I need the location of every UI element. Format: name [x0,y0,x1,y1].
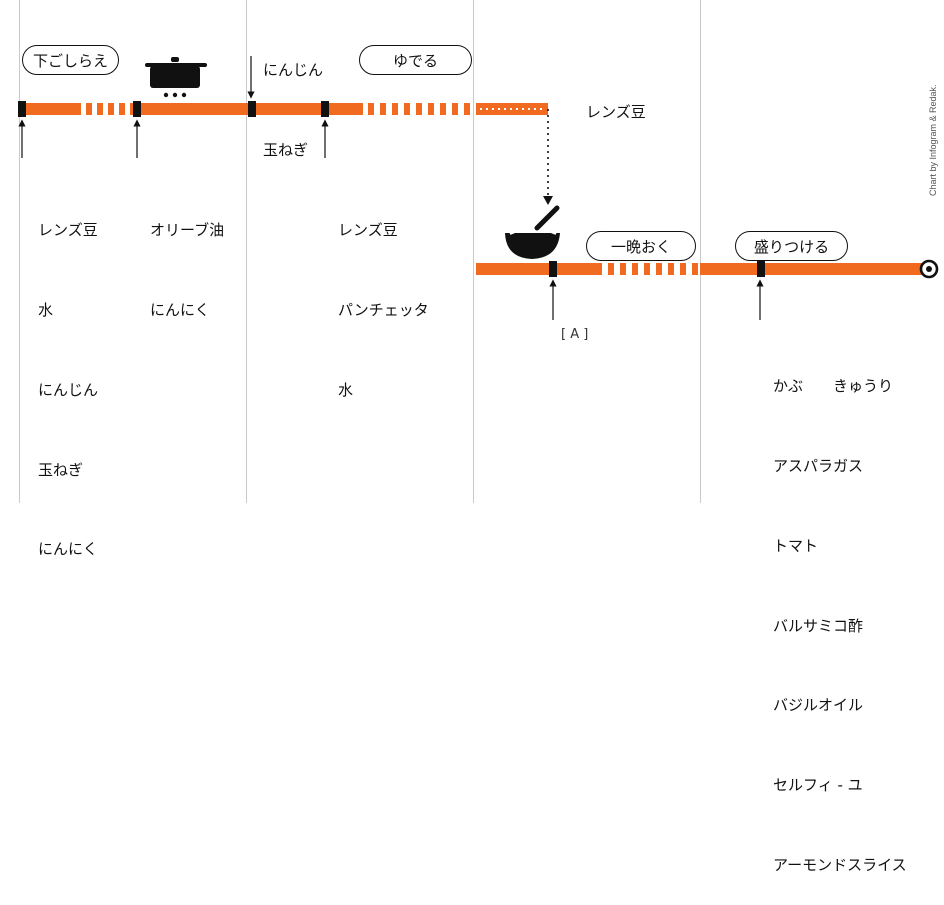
step-marker [133,101,141,117]
ingredient-item: レンズ豆 [38,221,98,240]
ingredient-item: 玉ねぎ [38,460,84,479]
step-serve-label: 盛りつける [735,231,848,261]
ingredient-item: オリーブ油 [150,221,225,240]
step-marker [757,261,765,277]
step-marker [549,261,557,277]
pot-icon [145,57,207,98]
timeline-graphic [18,56,939,320]
ingredient-item: トマト [773,536,819,555]
bar-segment [700,263,922,275]
grid-line-1 [19,0,20,503]
bar-segment [476,263,602,275]
end-target-icon [919,259,939,279]
bar-dashed-segment [608,263,698,275]
step-overnight-label: 一晩おく [586,231,696,261]
ingredient-item: 水 [338,380,354,399]
grid-line-2 [246,0,247,503]
ingredient-list-third: にんじん 玉ねぎ [263,4,323,190]
ingredient-item: アスパラガス [773,456,864,475]
ingredient-fifth: レンズ豆 [586,103,646,121]
step-marker [18,101,26,117]
timeline-upper [18,101,548,117]
ingredient-item: 水 [38,300,54,319]
ingredient-item: セルフィ - ユ [773,776,863,795]
step-boil-label: ゆでる [359,45,472,75]
bar-segment [19,103,81,115]
ingredient-item: にんじん [263,61,324,80]
ingredient-item: アーモンドスライス [773,855,907,874]
ingredient-item: にんにく [150,300,210,319]
bar-dashed-segment [368,103,470,115]
ingredient-list-second: オリーブ油 にんにく [150,164,224,350]
bowl-icon [505,205,560,259]
grid-line-4 [700,0,701,503]
bar-segment [130,103,363,115]
bar-dashed-segment [86,103,125,115]
ingredient-item: バルサミコ酢 [773,616,864,635]
ingredient-item: バジルオイル [773,696,864,715]
ingredient-item: にんじん [38,380,99,399]
ingredient-list-first: レンズ豆 水 にんじん 玉ねぎ にんにく [38,164,98,590]
step-marker [321,101,329,117]
ingredient-item: にんにく [38,540,98,559]
ingredient-item: かぶ きゅうり [773,377,894,396]
marker-a-label: [ A ] [561,327,589,342]
ingredient-item: レンズ豆 [338,221,398,240]
step-prep-label: 下ごしらえ [22,45,119,75]
dotted-arrowhead [543,196,553,205]
grid-line-3 [473,0,474,503]
ingredient-item: 玉ねぎ [263,140,309,159]
credit-text: Chart by Infogram & Redak. [928,84,938,196]
ingredient-list-fourth: レンズ豆 パンチェッタ 水 [338,164,429,430]
step-marker [248,101,256,117]
ingredient-list-serve: かぶ きゅうり アスパラガス トマト バルサミコ酢 バジルオイル セルフィ - … [773,320,907,905]
timeline-lower [476,261,922,277]
ingredient-item: パンチェッタ [338,300,429,319]
